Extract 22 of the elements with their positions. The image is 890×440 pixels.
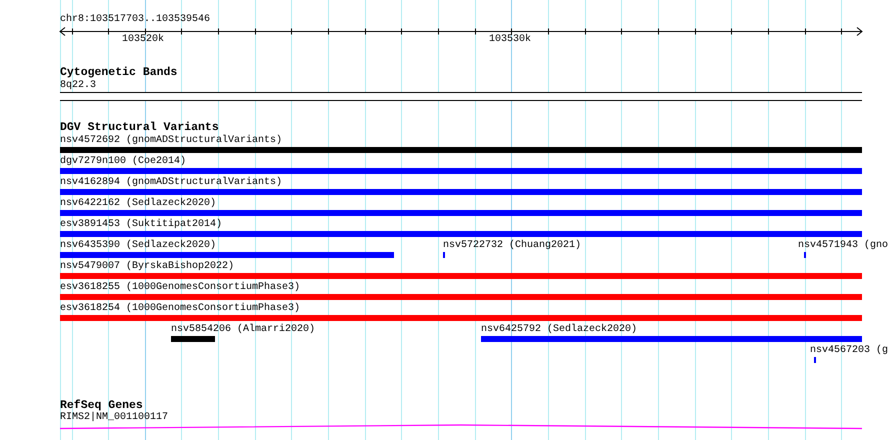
variant-label: nsv6435390 (Sedlazeck2020) <box>60 240 216 252</box>
location-label: chr8:103517703..103539546 <box>60 14 210 26</box>
variant-label: nsv4572692 (gnomADStructuralVariants) <box>60 135 282 147</box>
track-title: DGV Structural Variants <box>60 121 219 134</box>
band-label: 8q22.3 <box>60 80 96 92</box>
variant-label: esv3891453 (Suktitipat2014) <box>60 219 222 231</box>
variant-label: nsv6422162 (Sedlazeck2020) <box>60 198 216 210</box>
variant-label: nsv5479007 (ByrskaBishop2022) <box>60 261 234 273</box>
gene-label: RIMS2|NM_001100117 <box>60 412 168 424</box>
track-title: RefSeq Genes <box>60 399 143 412</box>
variant-label: nsv4162894 (gnomADStructuralVariants) <box>60 177 282 189</box>
variant-label: esv3618254 (1000GenomesConsortiumPhase3) <box>60 303 300 315</box>
variant-label: nsv5854206 (Almarri2020) <box>171 324 316 336</box>
variant-label: nsv6425792 (Sedlazeck2020) <box>481 324 638 336</box>
variant-label: nsv4567203 (g <box>810 345 888 357</box>
variant-label: dgv7279n100 (Coe2014) <box>60 156 186 168</box>
variant-label: esv3618255 (1000GenomesConsortiumPhase3) <box>60 282 300 294</box>
tick-label: 103530k <box>489 34 531 46</box>
tick-label: 103520k <box>122 34 164 46</box>
track-title: Cytogenetic Bands <box>60 66 178 79</box>
variant-label: nsv5722732 (Chuang2021) <box>443 240 582 252</box>
variant-label: nsv4571943 (gno <box>798 240 888 252</box>
